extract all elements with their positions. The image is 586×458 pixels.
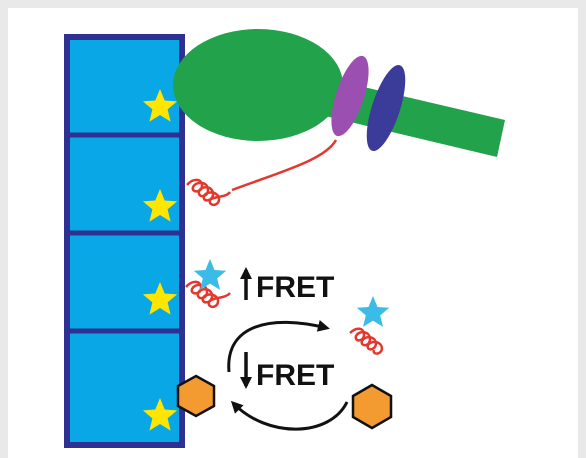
myosin — [173, 29, 505, 157]
blue-star-icon — [356, 296, 390, 327]
orange-hexagon-icon — [351, 383, 393, 430]
fret-decrease-label: FRET — [256, 359, 334, 392]
orange-hexagon-icon — [176, 374, 216, 418]
coiled-linker-icon — [349, 327, 384, 355]
fret-increase-label: FRET — [256, 271, 334, 304]
actin-filament — [64, 34, 185, 448]
yellow-star-icon — [142, 398, 178, 431]
tether-linker — [231, 139, 338, 192]
yellow-star-icon — [142, 189, 178, 222]
blue-star-icon — [193, 259, 227, 290]
cycle-arrow-top — [227, 320, 330, 373]
coiled-linker-icon — [185, 280, 231, 309]
filament-segment — [67, 331, 182, 445]
filament-outline — [64, 34, 185, 448]
myosin-motor-domain — [173, 29, 343, 141]
yellow-star-icon — [142, 282, 178, 315]
filament-segment — [67, 135, 182, 233]
light-chain-purple — [331, 55, 369, 137]
yellow-star-icon — [142, 89, 178, 122]
filament-segment — [67, 37, 182, 135]
cycle-arrow-bottom — [230, 400, 349, 431]
light-chain-blue — [366, 64, 406, 152]
filament-segment — [67, 233, 182, 331]
coiled-linker-icon — [186, 178, 232, 207]
